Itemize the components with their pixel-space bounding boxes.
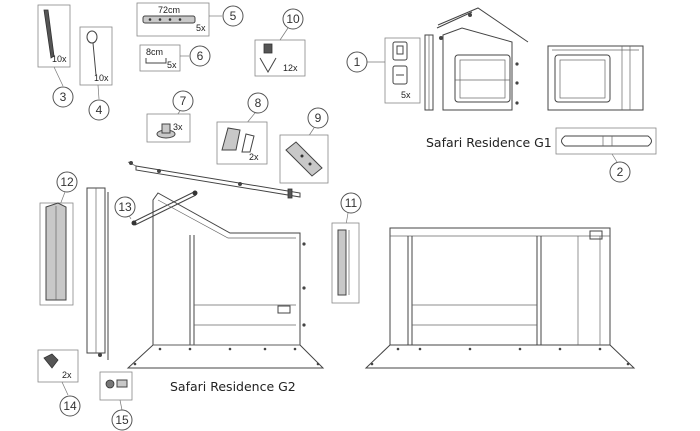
g1-side-view xyxy=(424,7,529,111)
callout-9: 9 xyxy=(307,107,329,129)
part-15-screw xyxy=(99,371,133,401)
g2-front-view xyxy=(364,227,636,369)
part-14-clip: 2x xyxy=(37,349,79,383)
svg-text:15: 15 xyxy=(115,413,129,427)
g2-roof-rail xyxy=(127,161,301,199)
svg-text:14: 14 xyxy=(63,399,77,413)
caption-g2: Safari Residence G2 xyxy=(170,379,296,394)
qty-6: 5x xyxy=(167,60,177,70)
callout-10: 10 xyxy=(282,8,304,30)
svg-text:8: 8 xyxy=(255,96,262,110)
part-3-peg: 10x xyxy=(37,4,71,68)
label-8cm: 8cm xyxy=(146,47,163,57)
svg-text:9: 9 xyxy=(315,111,322,125)
qty-8: 2x xyxy=(249,152,259,162)
part-6-short-strap: 8cm 5x xyxy=(139,44,181,72)
svg-text:3: 3 xyxy=(60,90,67,104)
svg-text:7: 7 xyxy=(180,94,187,108)
part-1-buckle: 5x xyxy=(384,37,421,104)
g1-front-view xyxy=(547,45,644,111)
qty-10: 12x xyxy=(283,63,298,73)
qty-3: 10x xyxy=(52,54,67,64)
part-9-end-cap xyxy=(279,134,329,184)
label-72cm: 72cm xyxy=(158,5,180,15)
svg-text:1: 1 xyxy=(354,55,361,69)
part-13-brace xyxy=(131,190,198,226)
g2-side-wall xyxy=(126,192,325,369)
callout-8: 8 xyxy=(247,92,269,114)
svg-text:4: 4 xyxy=(96,103,103,117)
part-7-connector: 3x xyxy=(146,113,191,143)
qty-4: 10x xyxy=(94,73,109,83)
callout-3: 3 xyxy=(52,86,74,108)
callout-15: 15 xyxy=(111,409,133,431)
svg-text:11: 11 xyxy=(345,196,358,210)
callout-6: 6 xyxy=(189,45,211,67)
callout-13: 13 xyxy=(114,196,136,218)
svg-text:2: 2 xyxy=(617,165,624,179)
part-10-clamp: 12x xyxy=(254,39,306,77)
svg-text:12: 12 xyxy=(60,175,74,189)
part-11-panel xyxy=(331,222,360,304)
part-2-rod xyxy=(555,127,657,155)
part-4-loop-peg: 10x xyxy=(79,26,113,86)
callout-11: 11 xyxy=(340,192,362,214)
callout-14: 14 xyxy=(59,395,81,417)
part-5-strap: 72cm 5x xyxy=(136,2,210,37)
svg-text:6: 6 xyxy=(197,49,204,63)
qty-7: 3x xyxy=(173,122,183,132)
callout-2: 2 xyxy=(609,161,631,183)
callout-5: 5 xyxy=(222,5,244,27)
svg-text:10: 10 xyxy=(286,12,300,26)
qty-14: 2x xyxy=(62,370,72,380)
callout-1: 1 xyxy=(346,51,368,73)
qty-1: 5x xyxy=(401,90,411,100)
svg-text:13: 13 xyxy=(118,200,132,214)
part-12-panel xyxy=(39,202,74,306)
part-8-bracket: 2x xyxy=(216,121,268,165)
qty-5: 5x xyxy=(196,23,206,33)
part-12-pole xyxy=(86,187,109,360)
caption-g1: Safari Residence G1 xyxy=(426,135,552,150)
svg-text:5: 5 xyxy=(230,9,237,23)
callout-12: 12 xyxy=(56,171,78,193)
callout-4: 4 xyxy=(88,99,110,121)
callout-7: 7 xyxy=(172,90,194,112)
